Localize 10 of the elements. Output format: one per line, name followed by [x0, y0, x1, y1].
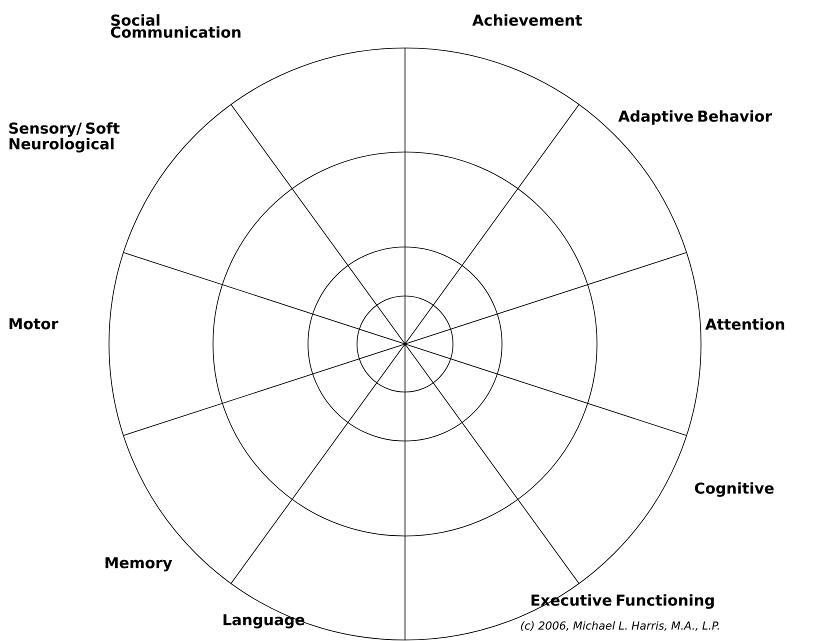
sector-label: Sensory/ Soft Neurological — [9, 122, 120, 152]
sector-label: Cognitive — [694, 482, 774, 497]
sector-label: Motor — [10, 318, 58, 330]
sector-label: Language — [224, 614, 304, 628]
sector-label: Achievement — [472, 14, 582, 26]
sector-label: Social Communication — [110, 14, 240, 38]
copyright-note: (c) 2006, Michael L. Harris, M.A., L.P. — [521, 621, 719, 631]
sector-label: Attention — [705, 318, 784, 330]
sector-label: Memory — [106, 557, 172, 572]
sector-label: Adaptive Behavior — [618, 110, 772, 125]
